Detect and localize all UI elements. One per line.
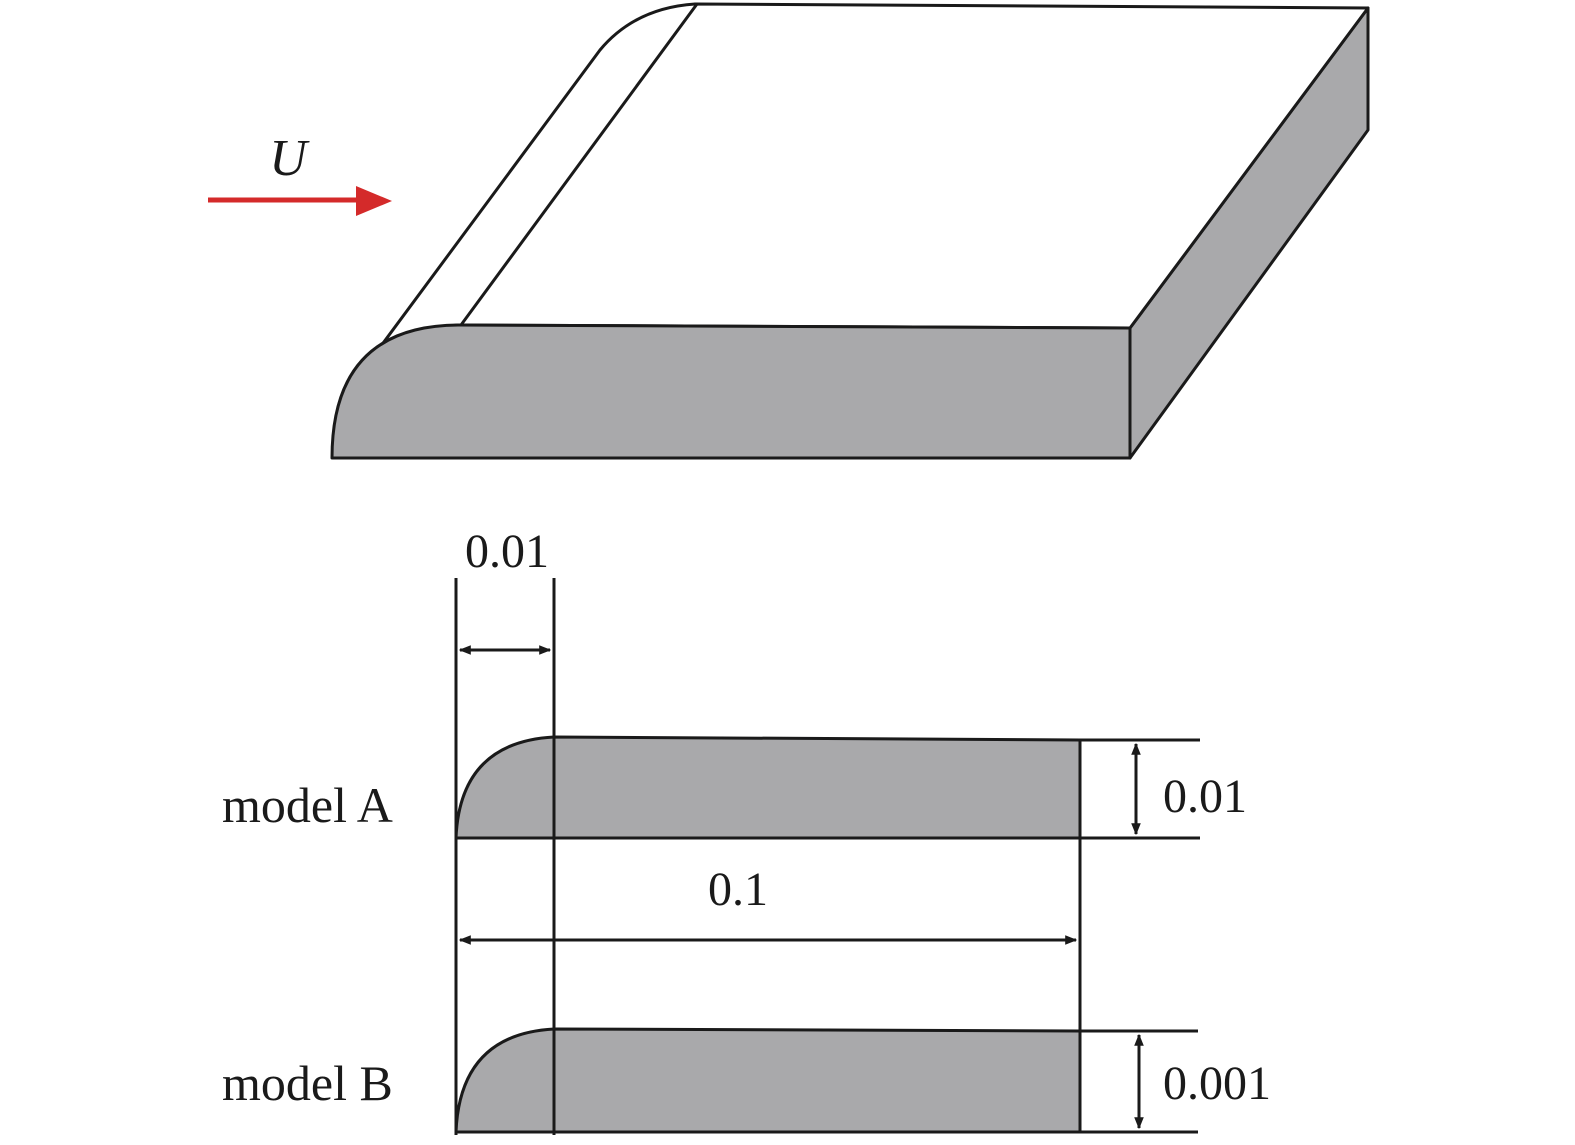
plate-3d bbox=[330, 2, 1370, 460]
flow-direction: U bbox=[208, 130, 392, 216]
model-b-thickness-label: 0.001 bbox=[1163, 1057, 1271, 1110]
plate-nose-tangent-line bbox=[459, 3, 699, 326]
dimension-lines bbox=[454, 578, 1200, 1135]
model-a-label: model A bbox=[222, 777, 393, 833]
model-a-profile bbox=[454, 735, 1082, 840]
chord-length-label: 0.1 bbox=[708, 863, 768, 916]
model-b-section: model B bbox=[222, 1027, 1082, 1134]
model-b-label: model B bbox=[222, 1055, 393, 1111]
plate-front-face bbox=[330, 323, 1132, 460]
model-a-section: model A bbox=[222, 735, 1082, 840]
model-a-thickness-label: 0.01 bbox=[1163, 770, 1247, 823]
flow-arrow-head bbox=[356, 186, 392, 216]
flow-velocity-symbol: U bbox=[269, 130, 310, 187]
model-b-profile bbox=[454, 1027, 1082, 1134]
nose-length-label: 0.01 bbox=[465, 525, 549, 578]
dimension-labels: 0.01 0.1 0.01 0.001 bbox=[465, 525, 1271, 1110]
